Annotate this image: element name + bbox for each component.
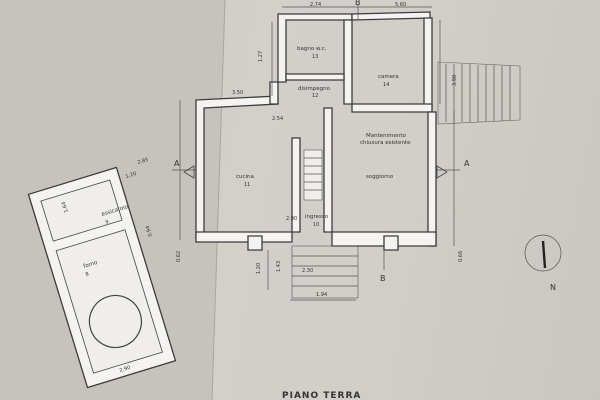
dim-274: 2.74 xyxy=(310,2,321,8)
dim-290: 2.90 xyxy=(286,216,297,222)
dim-120b: 1.20 xyxy=(256,263,262,274)
section-b-top: B xyxy=(355,0,361,7)
room-number-camera: 14 xyxy=(383,82,389,88)
section-b-bottom: B xyxy=(380,274,386,283)
entrance-steps xyxy=(291,245,359,299)
room-label-bagno: bagno w.c. xyxy=(297,46,327,52)
section-a-left: A xyxy=(174,159,180,168)
north-label: N xyxy=(550,283,556,292)
annex-building xyxy=(27,166,177,389)
staircase xyxy=(303,149,323,201)
room-label-camera: camera xyxy=(378,74,399,80)
north-arrow xyxy=(524,234,562,272)
external-stairs xyxy=(437,61,521,125)
paper-fold xyxy=(211,0,226,400)
note-chiusura: chiusura esistente xyxy=(360,140,411,146)
room-number-disimpegno: 12 xyxy=(312,93,318,99)
room-label-disimpegno: disimpegno xyxy=(298,86,331,92)
dimension-lines xyxy=(179,6,455,301)
room-number-ingresso: 10 xyxy=(313,222,319,228)
dim-194: 1.94 xyxy=(316,292,327,298)
dim-062: 0.62 xyxy=(176,251,182,262)
dim-066: 0.66 xyxy=(458,251,464,262)
room-label-ingresso: ingresso xyxy=(305,214,329,220)
plan-title: PIANO TERRA xyxy=(282,391,361,400)
dim-230: 2.30 xyxy=(302,268,313,274)
dim-350: 3.50 xyxy=(232,90,243,96)
dim-285: 2.85 xyxy=(137,157,149,166)
dim-254: 2.54 xyxy=(272,116,283,122)
room-number-bagno: 13 xyxy=(312,54,318,60)
dim-143: 1.43 xyxy=(276,261,282,272)
section-markers xyxy=(172,4,460,270)
dim-164: 1.64 xyxy=(61,201,70,213)
section-a-right: A xyxy=(464,159,470,168)
dim-290b: 2.90 xyxy=(119,365,131,374)
dim-127: 1.27 xyxy=(258,51,264,62)
room-label-soggiorno: soggiorno xyxy=(366,174,394,180)
dim-560: 5.60 xyxy=(395,2,406,8)
room-label-cucina: cucina xyxy=(236,174,254,180)
room-number-forno: 8 xyxy=(85,271,90,278)
dim-398: 3.98 xyxy=(452,75,458,86)
paper-sheet-right xyxy=(212,0,600,400)
note-mantenimento: Mantenimento xyxy=(366,133,407,139)
room-number-cucina: 11 xyxy=(244,182,250,188)
building-walls xyxy=(195,11,437,251)
room-label-forno: forno xyxy=(83,260,99,270)
dim-120: 1.20 xyxy=(125,171,137,180)
dim-094: 0.94 xyxy=(145,225,154,237)
room-number-essicatoio: 9 xyxy=(105,219,110,226)
